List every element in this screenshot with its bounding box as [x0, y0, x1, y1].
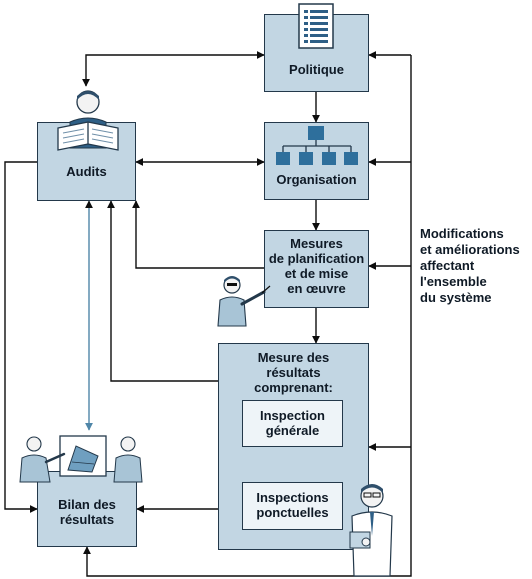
mesure-resultats-label: Mesure des résultats comprenant: [254, 350, 333, 395]
meeting-board-icon [19, 435, 143, 483]
side-note: Modifications et améliorations affectant… [420, 226, 520, 305]
mesures-label: Mesures de planification et de mise en œ… [268, 236, 365, 296]
document-icon [298, 3, 334, 49]
bilan-label: Bilan des résultats [58, 497, 116, 527]
inspections-ponctuelles-box [242, 482, 343, 530]
person-reading-icon [57, 90, 119, 151]
arrow-resultats-audits [107, 200, 218, 382]
org-chart-icon [276, 126, 358, 165]
inspection-generale-label: Inspection générale [259, 408, 325, 438]
presenter-icon [217, 276, 271, 327]
inspections-ponctuelles-label: Inspections ponctuelles [256, 490, 329, 520]
politique-label: Politique [289, 62, 344, 77]
mesures-box [264, 230, 369, 308]
organisation-label: Organisation [276, 172, 357, 187]
audits-label: Audits [66, 164, 107, 179]
arrow-audits-politique [82, 51, 265, 87]
inspection-generale-box [242, 400, 343, 447]
arrow-audits-bilan [4, 161, 38, 513]
feedback-loop [83, 55, 412, 577]
politique-box [264, 14, 369, 92]
inspector-icon [349, 484, 393, 577]
arrow-mesures-audits [132, 200, 264, 269]
